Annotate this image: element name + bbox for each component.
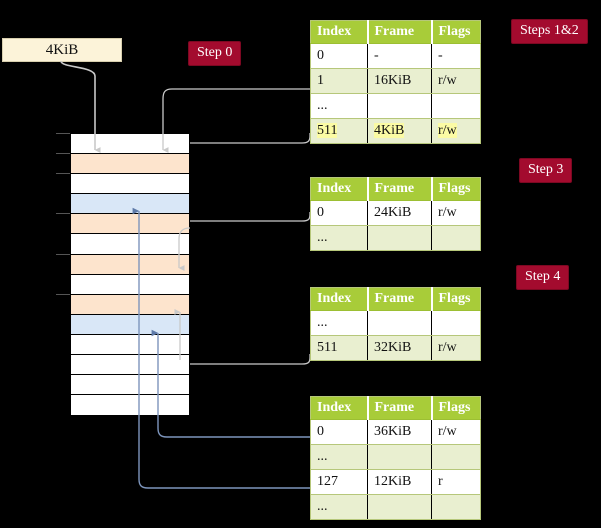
table-cell [367, 225, 432, 251]
table-cell: r/w [431, 335, 481, 361]
memory-frame [71, 254, 189, 275]
column-header-index: Index [310, 287, 369, 311]
badge-steps-1-2: Steps 1&2 [511, 19, 588, 44]
column-header-flags: Flags [431, 20, 481, 44]
table-cell: ... [310, 310, 368, 336]
column-header-frame: Frame [367, 20, 433, 44]
table-cell: 127 [310, 469, 368, 495]
table-cell: ... [310, 444, 368, 470]
column-header-flags: Flags [431, 396, 481, 420]
table-row: 0-- [310, 43, 481, 69]
table-cell: 0 [310, 200, 368, 226]
table-cell: 32KiB [367, 335, 432, 361]
table-cell: - [367, 43, 432, 69]
column-header-index: Index [310, 177, 369, 201]
table-cell: r/w [431, 419, 481, 445]
table-cell [367, 310, 432, 336]
memory-frame [71, 234, 189, 255]
source-frame-box: 4KiB [2, 38, 122, 62]
memory-frame-tick [56, 173, 70, 175]
table-cell: ... [310, 225, 368, 251]
highlighted-value: 4KiB [374, 123, 405, 138]
table-row: ... [310, 93, 481, 119]
memory-frame-tick [56, 133, 70, 134]
table-cell [431, 93, 481, 119]
table-cell [431, 444, 481, 470]
table-cell: 511 [310, 335, 368, 361]
memory-frame-tick [56, 213, 70, 215]
table-row: ... [310, 225, 481, 251]
table-cell: 0 [310, 43, 368, 69]
table-cell [431, 225, 481, 251]
table-cell: 12KiB [367, 469, 432, 495]
table-cell: 16KiB [367, 68, 432, 94]
table-cell: - [431, 43, 481, 69]
table-cell: 4KiB [367, 118, 432, 144]
table-cell: r/w [431, 68, 481, 94]
table-cell [367, 444, 432, 470]
table-cell: r/w [431, 118, 481, 144]
table-row: ... [310, 444, 481, 470]
memory-frame-tick [56, 153, 70, 155]
memory-frame [71, 314, 189, 335]
memory-frame [71, 335, 189, 356]
table-cell: 1 [310, 68, 368, 94]
badge-step-0: Step 0 [188, 41, 242, 66]
table-cell [431, 310, 481, 336]
memory-frame [71, 134, 189, 155]
memory-frame [71, 355, 189, 376]
table-cell: 0 [310, 419, 368, 445]
highlighted-value: r/w [438, 123, 457, 138]
memory-frame [71, 294, 189, 315]
table-cell [367, 93, 432, 119]
table-cell: ... [310, 494, 368, 520]
physical-memory-column [70, 133, 190, 416]
column-header-flags: Flags [431, 287, 481, 311]
column-header-flags: Flags [431, 177, 481, 201]
table-cell: 36KiB [367, 419, 432, 445]
table-cell [367, 494, 432, 520]
column-header-frame: Frame [367, 396, 433, 420]
wire-step3-out [190, 212, 311, 222]
memory-frame [71, 274, 189, 295]
column-header-frame: Frame [367, 177, 433, 201]
badge-step-4: Step 4 [516, 265, 570, 290]
table-cell [431, 494, 481, 520]
table-row: ... [310, 494, 481, 520]
table-cell: 24KiB [367, 200, 432, 226]
wire-steps12-b [190, 133, 311, 144]
memory-frame [71, 174, 189, 195]
memory-frame [71, 375, 189, 396]
badge-step-3: Step 3 [519, 158, 573, 183]
table-cell: ... [310, 93, 368, 119]
memory-frame [71, 194, 189, 215]
wire-step4-out [190, 354, 311, 365]
memory-frame-tick [56, 253, 70, 255]
column-header-index: Index [310, 396, 369, 420]
table-cell: 511 [310, 118, 368, 144]
memory-frame [71, 154, 189, 175]
memory-frame [71, 214, 189, 235]
memory-frame-tick [56, 293, 70, 295]
table-cell: r/w [431, 200, 481, 226]
table-row: ... [310, 310, 481, 336]
memory-frame [71, 395, 189, 416]
column-header-index: Index [310, 20, 369, 44]
column-header-frame: Frame [367, 287, 433, 311]
table-row: 511 4KiB r/w [310, 118, 481, 144]
table-cell: r [431, 469, 481, 495]
highlighted-value: 511 [317, 123, 338, 138]
